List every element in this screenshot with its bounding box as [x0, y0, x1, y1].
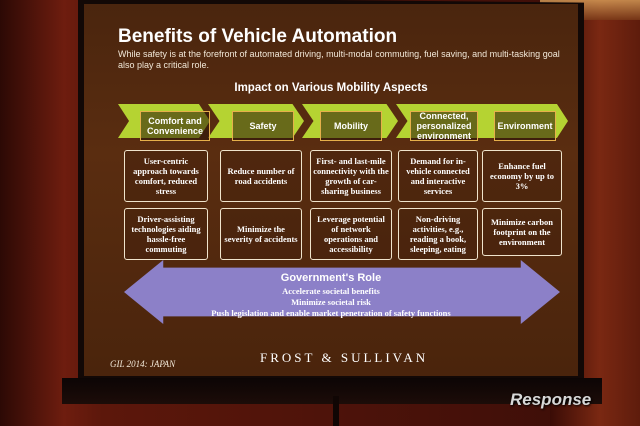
detail-box-environment: Minimize carbon footprint on the environ… [482, 208, 562, 256]
slide-title: Benefits of Vehicle Automation [118, 26, 398, 47]
benefit-box-connected: Demand for in-vehicle connected and inte… [398, 150, 478, 202]
benefit-box-environment: Enhance fuel economy by up to 3% [482, 150, 562, 202]
screen-stand [62, 378, 602, 404]
detail-box-connected: Non-driving activities, e.g., reading a … [398, 208, 478, 260]
benefit-box-comfort: User-centric approach towards comfort, r… [124, 150, 208, 202]
government-role-line: Accelerate societal benefits [282, 286, 380, 296]
detail-box-safety: Minimize the severity of accidents [220, 208, 302, 260]
category-environment: Environment [494, 111, 556, 141]
projected-slide: Benefits of Vehicle Automation While saf… [84, 4, 578, 376]
benefit-box-mobility: First- and last-mile connectivity with t… [310, 150, 392, 202]
section-heading: Impact on Various Mobility Aspects [234, 82, 428, 94]
category-mobility: Mobility [320, 111, 382, 141]
footer-brand-logo: FROST & SULLIVAN [260, 350, 429, 365]
category-connected: Connected, personalized environment [410, 111, 478, 141]
government-role-title: Government's Role [280, 272, 382, 284]
government-role-arrow [124, 260, 560, 324]
detail-box-comfort: Driver-assisting technologies aiding has… [124, 208, 208, 260]
government-role-line: Minimize societal risk [291, 297, 371, 307]
category-comfort: Comfort and Convenience [140, 111, 210, 141]
government-role-line: Push legislation and enable market penet… [211, 308, 451, 318]
category-safety: Safety [232, 111, 294, 141]
footer-event: GIL 2014: JAPAN [110, 359, 176, 369]
benefit-box-safety: Reduce number of road accidents [220, 150, 302, 202]
watermark-logo: Response [510, 390, 592, 409]
screen-pole [333, 396, 339, 426]
slide-subtitle: While safety is at the forefront of auto… [118, 49, 560, 70]
detail-box-mobility: Leverage potential of network operations… [310, 208, 392, 260]
